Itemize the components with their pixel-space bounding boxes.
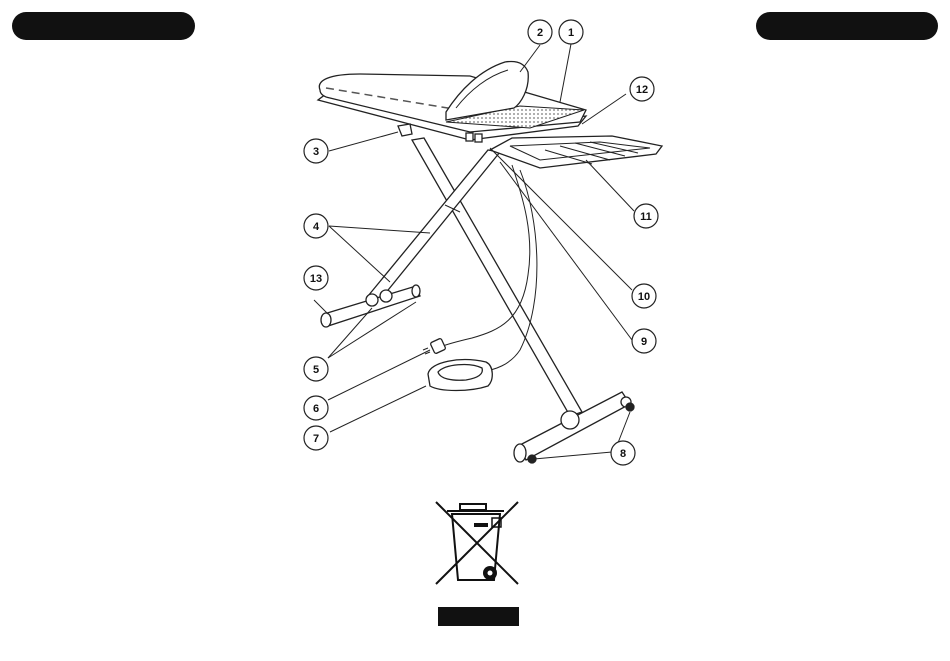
svg-text:13: 13 [310,273,322,285]
svg-text:7: 7 [313,433,319,445]
callout-7: 7 [304,426,328,450]
svg-text:5: 5 [313,364,319,376]
crossed-out-wheelie-bin-icon [436,502,518,584]
svg-text:6: 6 [313,403,319,415]
callout-13: 13 [304,266,328,290]
callout-1: 1 [559,20,583,44]
callout-10: 10 [632,284,656,308]
svg-text:4: 4 [313,221,320,233]
callout-6: 6 [304,396,328,420]
iron-rest-base [428,360,492,391]
ironing-board [318,61,586,142]
svg-text:8: 8 [620,448,626,460]
svg-text:11: 11 [640,211,652,223]
svg-text:12: 12 [636,84,648,96]
callout-2: 2 [528,20,552,44]
iron-shelf [490,136,662,168]
svg-text:10: 10 [638,291,650,303]
callout-3: 3 [304,139,328,163]
left-base-foot [321,285,420,327]
svg-text:1: 1 [568,27,574,39]
callout-5: 5 [304,357,328,381]
callout-11: 11 [634,204,658,228]
callout-9: 9 [632,329,656,353]
svg-text:2: 2 [537,27,543,39]
callout-12: 12 [630,77,654,101]
weee-underline-bar [438,607,519,626]
svg-text:3: 3 [313,146,319,158]
svg-text:9: 9 [641,336,647,348]
callout-8: 8 [611,441,635,465]
callout-4: 4 [304,214,328,238]
